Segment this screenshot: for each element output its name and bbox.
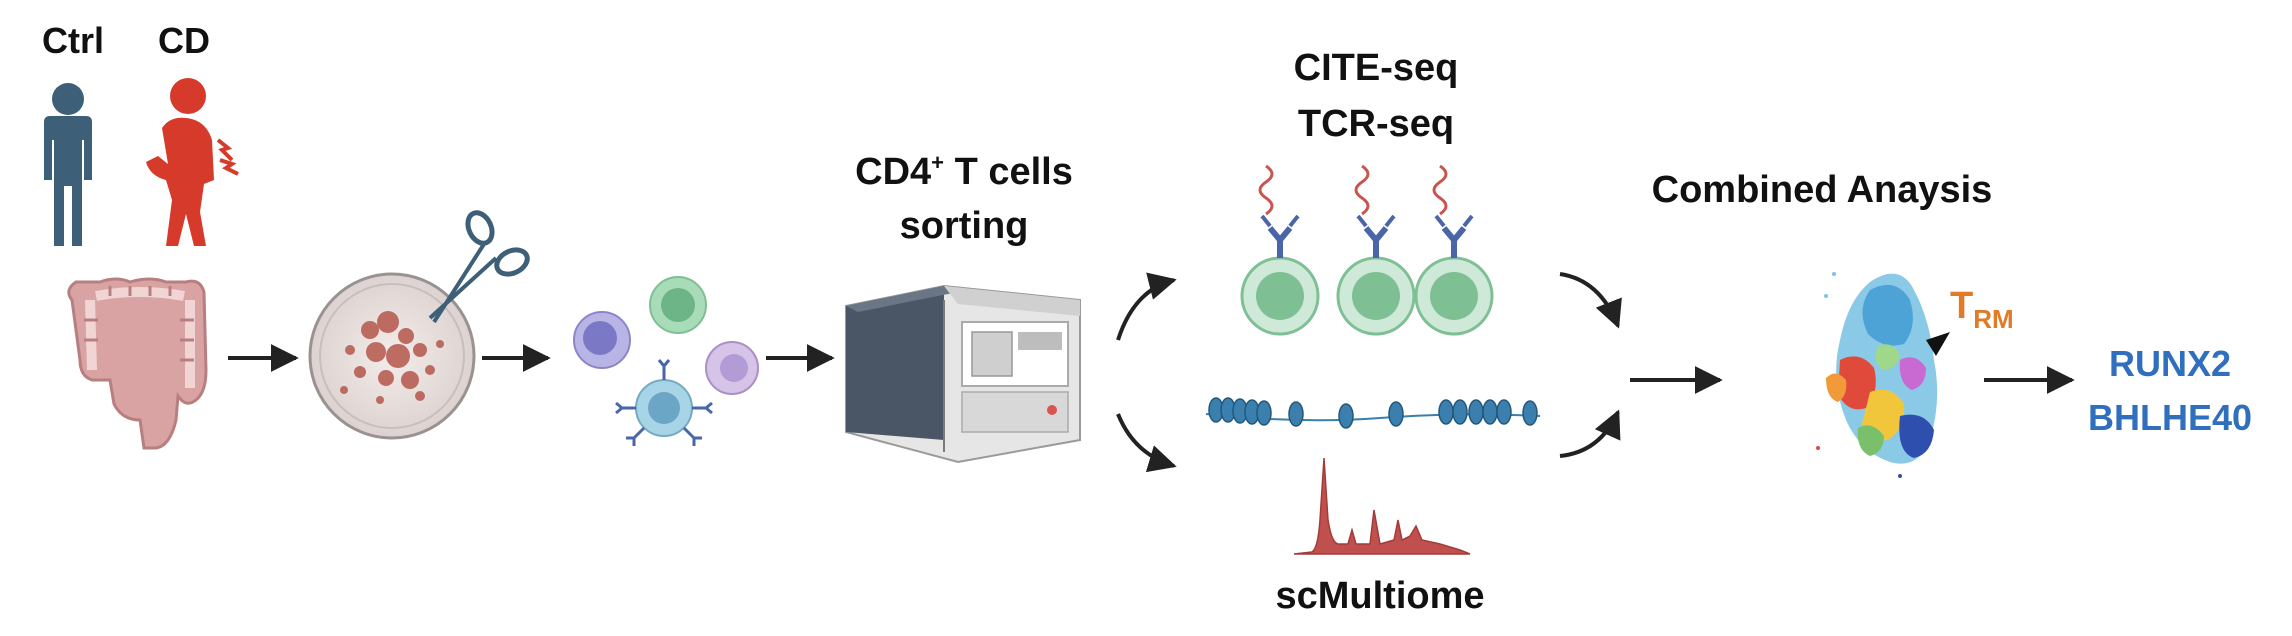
- antibody-cell-icon: [1240, 164, 1494, 336]
- atac-peaks-icon: [1293, 457, 1471, 555]
- cite-seq-label: CITE-seq: [1294, 47, 1459, 89]
- ctrl-label: Ctrl: [42, 20, 104, 61]
- trm-pointer-icon: [1926, 332, 1950, 356]
- cd-label: CD: [158, 20, 210, 61]
- combined-label: Combined Anaysis: [1652, 169, 1993, 211]
- merge-arrow-top: [1559, 272, 1622, 329]
- gene-runx2: RUNX2: [2109, 343, 2231, 384]
- sorting-label-line1: CD4+ T cells: [855, 150, 1073, 193]
- flow-cytometer-icon: [845, 284, 1081, 464]
- trm-main: T: [1950, 285, 1973, 327]
- tcells-text: T cells: [944, 151, 1073, 193]
- immune-cells-icon: [573, 276, 759, 446]
- merge-arrow-bottom: [1559, 409, 1621, 458]
- trm-label: TRM: [1950, 285, 2014, 334]
- colon-icon: [67, 277, 208, 450]
- chromatin-icon: [1205, 397, 1541, 429]
- sick-person-icon: [146, 78, 239, 246]
- trm-sub: RM: [1973, 304, 2013, 334]
- cd4-text: CD4: [855, 151, 931, 193]
- person-icon: [44, 83, 92, 246]
- scmultiome-label: scMultiome: [1275, 575, 1484, 617]
- gene-bhlhe40: BHLHE40: [2088, 397, 2252, 438]
- cd4-sup: +: [931, 150, 944, 175]
- sorting-label-line2: sorting: [900, 205, 1029, 247]
- umap-icon: [1816, 272, 1950, 478]
- tcr-seq-label: TCR-seq: [1298, 103, 1454, 145]
- scissors-icon: [428, 210, 530, 324]
- fork-arrow-down: [1116, 413, 1177, 473]
- fork-arrow-up: [1116, 272, 1177, 341]
